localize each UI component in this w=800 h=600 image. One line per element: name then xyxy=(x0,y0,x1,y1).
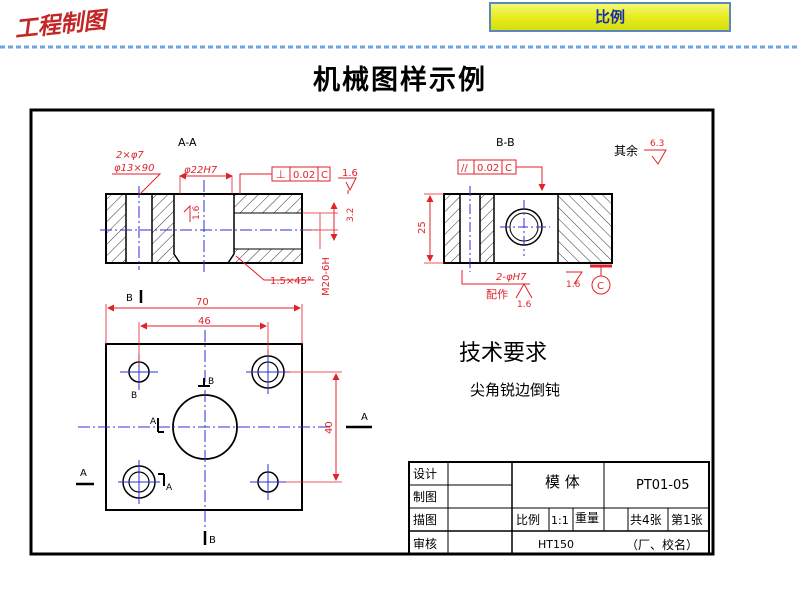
dim-thread: M20-6H xyxy=(321,257,332,296)
dim-holes-2: 2×φ7 xyxy=(116,150,144,161)
engineering-drawing: A-A 2×φ7 φ13×90 φ22H7 ⊥ 0.02 C xyxy=(29,108,715,556)
datum-c: C xyxy=(597,281,604,292)
dim-width-46: 46 xyxy=(198,316,211,327)
cut-b-bottom: B xyxy=(209,535,216,546)
dim-height-25: 25 xyxy=(417,221,428,234)
tb-scale-label: 比例 xyxy=(516,513,540,527)
roughness-1-6-b: 1.6 xyxy=(192,205,202,220)
drawing-frame xyxy=(29,108,715,556)
tb-material: HT150 xyxy=(538,538,574,551)
tb-draw: 制图 xyxy=(413,490,437,504)
tb-trace: 描图 xyxy=(413,513,437,527)
roughness-1-6-a: 1.6 xyxy=(342,168,358,179)
cut-a-left: A xyxy=(80,468,87,479)
logo: 工程制图 xyxy=(13,7,111,42)
section-a-a-dims: 2×φ7 φ13×90 φ22H7 ⊥ 0.02 C 1.6 1.6 3.2 1… xyxy=(112,150,358,296)
hole-label-b: B xyxy=(208,377,214,387)
roughness-3-2: 3.2 xyxy=(346,208,356,222)
hole-label-b-left: B xyxy=(131,391,137,401)
tol-par-symbol: // xyxy=(461,163,468,174)
dim-height-40: 40 xyxy=(324,421,335,434)
page-title: 机械图样示例 xyxy=(313,65,487,96)
rest-roughness: 6.3 xyxy=(650,139,664,149)
section-b-b-view: B-B 其余 6.3 xyxy=(443,136,667,272)
requirements-title: 技术要求 xyxy=(459,341,547,366)
hole-label-a: A xyxy=(150,417,157,427)
cut-a-right: A xyxy=(361,412,368,423)
assembly-note: 配作 xyxy=(486,288,508,301)
title-block-text: 设计 制图 描图 审核 模 体 PT01-05 比例 1:1 重量 共4张 第1… xyxy=(413,467,703,552)
tb-sheets-total: 共4张 xyxy=(630,513,662,527)
tb-part-name: 模 体 xyxy=(545,473,580,491)
tb-scale-value: 1:1 xyxy=(551,514,569,527)
section-a-a-label: A-A xyxy=(178,136,197,149)
tol-par-value: 0.02 xyxy=(477,163,499,174)
rest-label: 其余 xyxy=(614,143,638,158)
section-tab[interactable]: 比例 xyxy=(489,2,731,32)
top-view-dims: 70 46 40 xyxy=(105,297,342,483)
dim-bore: φ22H7 xyxy=(184,165,218,176)
tol-perp-datum: C xyxy=(321,170,328,181)
dim-chamfer: 1.5×45° xyxy=(270,276,312,287)
logo-text: 工程制图 xyxy=(13,7,111,42)
cut-b-top: B xyxy=(126,293,133,304)
tb-weight-label: 重量 xyxy=(575,511,599,525)
hole-label-a-right: A xyxy=(166,483,173,493)
tol-perp-symbol: ⊥ xyxy=(276,168,286,181)
tb-sheet-number: 第1张 xyxy=(671,513,703,527)
dim-width-70: 70 xyxy=(196,297,209,308)
roughness-1-6-d: 1.6 xyxy=(566,280,581,290)
section-b-b-dims: // 0.02 C 25 2-φH7 配作 1.6 1.6 C xyxy=(417,159,612,310)
top-view: B B A A B B A A xyxy=(76,290,372,546)
tb-design: 设计 xyxy=(413,467,437,481)
tol-par-datum: C xyxy=(505,163,512,174)
tb-organization: （厂、校名） xyxy=(626,537,698,552)
tb-review: 审核 xyxy=(413,536,437,551)
header-divider xyxy=(0,45,800,49)
roughness-1-6-c: 1.6 xyxy=(517,300,532,310)
dim-pin-holes: 2-φH7 xyxy=(496,272,527,283)
section-b-b-label: B-B xyxy=(496,136,515,149)
section-a-a-view: A-A xyxy=(100,136,320,275)
tol-perp-value: 0.02 xyxy=(293,170,315,181)
dim-counterbore: φ13×90 xyxy=(114,163,154,174)
title-block xyxy=(408,461,710,555)
tb-part-number: PT01-05 xyxy=(636,478,690,493)
requirements-item: 尖角锐边倒钝 xyxy=(470,381,560,399)
